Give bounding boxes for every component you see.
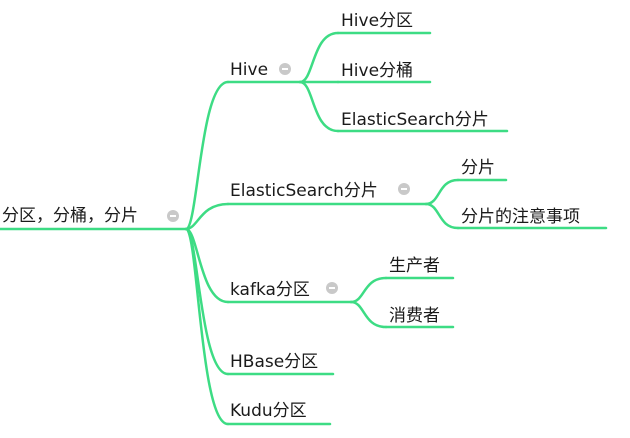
leaf-shard-notes[interactable]: 分片的注意事项 xyxy=(461,207,580,227)
branch-kafka-collapse-icon[interactable] xyxy=(326,282,338,294)
connector-root-hive xyxy=(184,80,230,231)
connector-root-elasticsearch xyxy=(184,202,230,231)
leaf-hive-es-shard[interactable]: ElasticSearch分片 xyxy=(341,110,489,130)
connector-root-kudu xyxy=(184,227,230,426)
branch-kudu-label[interactable]: Kudu分区 xyxy=(230,401,307,421)
branch-elasticsearch-collapse-icon[interactable] xyxy=(398,183,410,195)
leaf-hive-bucket[interactable]: Hive分桶 xyxy=(341,61,414,81)
leaf-producer[interactable]: 生产者 xyxy=(389,256,440,276)
connector-kafka-leaf-0 xyxy=(349,276,388,304)
connector-kafka-leaf-1 xyxy=(349,300,388,329)
leaf-hive-partition[interactable]: Hive分区 xyxy=(341,11,414,31)
branch-elasticsearch-label[interactable]: ElasticSearch分片 xyxy=(230,181,378,201)
connector-es-leaf-0 xyxy=(424,178,460,206)
connector-hive-leaf-2 xyxy=(298,80,340,133)
branch-hive-label[interactable]: Hive xyxy=(230,60,269,80)
root-node-label[interactable]: 分区，分桶，分片 xyxy=(2,206,138,226)
leaf-consumer[interactable]: 消费者 xyxy=(389,306,440,326)
branch-hive-collapse-icon[interactable] xyxy=(279,63,291,75)
connector-hive-leaf-0 xyxy=(298,31,340,84)
branch-kafka-label[interactable]: kafka分区 xyxy=(230,280,310,300)
leaf-shard[interactable]: 分片 xyxy=(461,158,495,178)
branch-hbase-label[interactable]: HBase分区 xyxy=(230,352,319,372)
root-collapse-icon[interactable] xyxy=(167,210,179,222)
connector-es-leaf-1 xyxy=(424,202,460,230)
